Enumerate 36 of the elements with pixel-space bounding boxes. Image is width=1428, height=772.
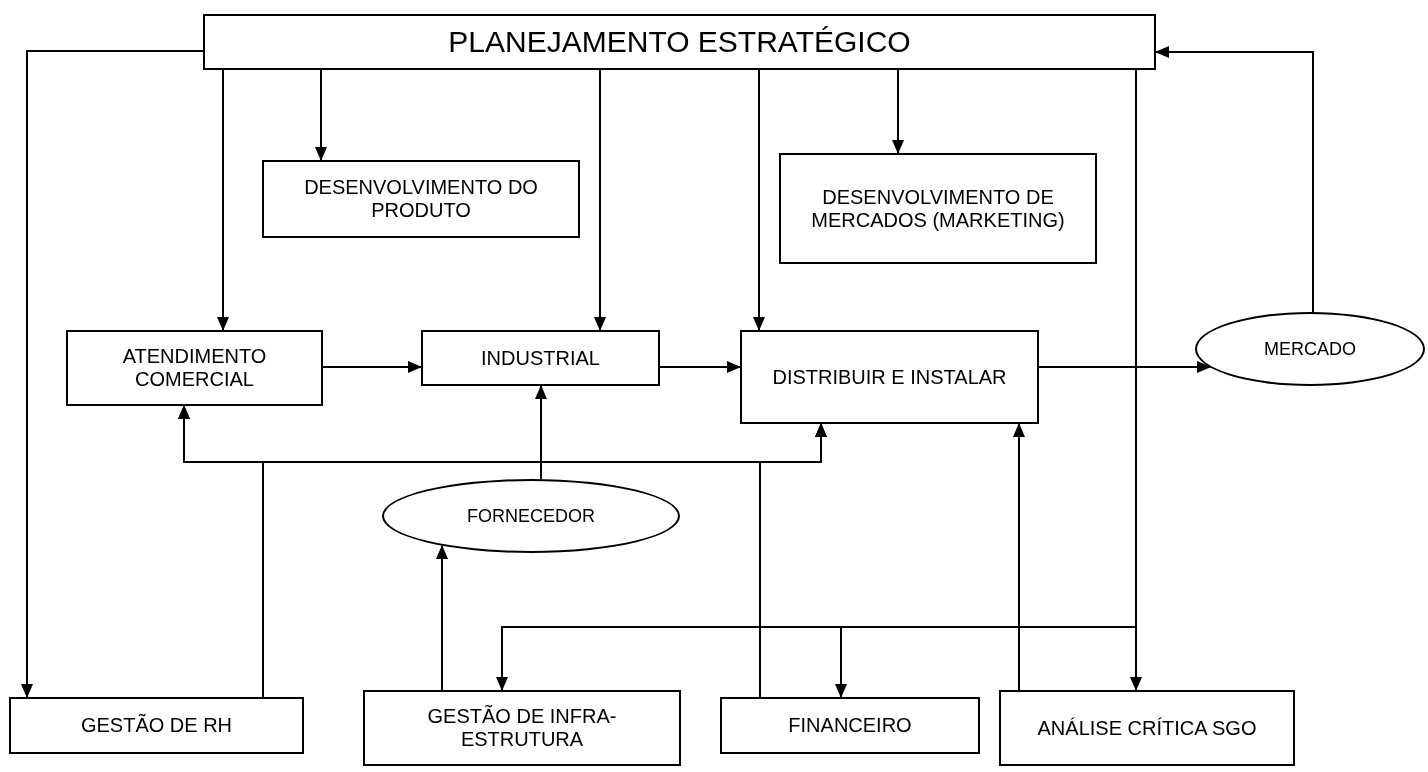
node-label: GESTÃO DE RH [80, 714, 233, 737]
node-label: ATENDIMENTO COMERCIAL [121, 345, 268, 391]
node-label: INDUSTRIAL [481, 346, 600, 370]
arrow [594, 69, 606, 331]
node-label: FINANCEIRO [788, 714, 912, 737]
process-box [66, 330, 323, 406]
process-box [740, 330, 1039, 424]
arrow [436, 545, 448, 691]
node-label: FORNECEDOR [467, 505, 595, 527]
arrow [753, 69, 765, 331]
arrow [659, 361, 741, 373]
node-label: MERCADO [1264, 338, 1356, 360]
process-box [9, 697, 304, 754]
process-box [999, 690, 1295, 766]
process-box [363, 690, 681, 766]
arrow [1013, 423, 1025, 691]
arrow [217, 69, 229, 331]
process-box [203, 14, 1156, 70]
node-label: GESTÃO DE INFRA-ESTRUTURA [426, 705, 618, 751]
arrow [892, 69, 904, 154]
arrow [315, 69, 327, 161]
arrow [322, 361, 422, 373]
node-label: DISTRIBUIR E INSTALAR [772, 365, 1007, 389]
arrow [759, 423, 827, 698]
process-box [720, 697, 980, 754]
process-box [779, 153, 1097, 264]
process-box [262, 160, 580, 238]
arrow [535, 385, 547, 480]
node-label: PLANEJAMENTO ESTRATÉGICO [448, 24, 911, 60]
node-label: DESENVOLVIMENTO DE MERCADOS (MARKETING) [810, 185, 1066, 232]
process-box [421, 330, 660, 386]
node-label: DESENVOLVIMENTO DO PRODUTO [303, 176, 539, 222]
arrow [1038, 361, 1211, 373]
node-label: ANÁLISE CRÍTICA SGO [1037, 716, 1257, 740]
arrow [1155, 46, 1314, 313]
arrow [21, 50, 204, 698]
